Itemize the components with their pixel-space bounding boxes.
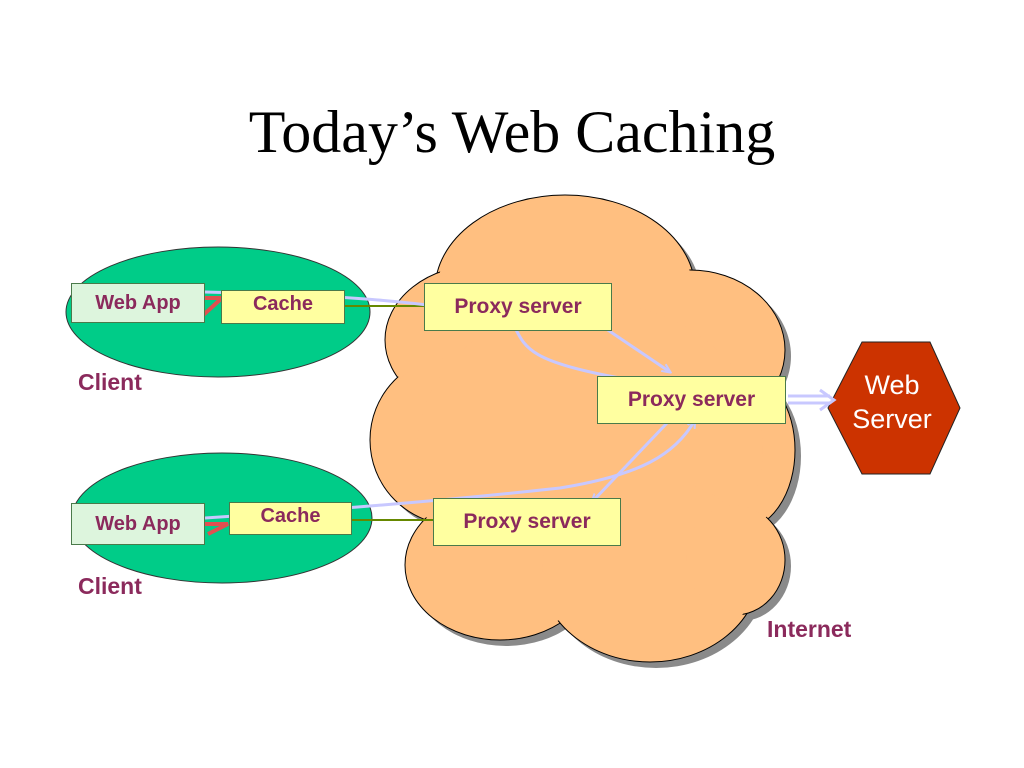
web-server-hexagon bbox=[827, 341, 961, 475]
web-app-label: Web App bbox=[95, 291, 181, 314]
proxy-server-1: Proxy server bbox=[424, 283, 612, 331]
web-server-line-2: Server bbox=[852, 404, 932, 434]
client-1-web-app: Web App bbox=[71, 283, 205, 323]
slide-title: Today’s Web Caching bbox=[248, 99, 776, 165]
client-2-label: Client bbox=[78, 573, 142, 599]
internet-cloud-fill bbox=[373, 199, 792, 658]
proxy-server-label: Proxy server bbox=[454, 295, 582, 318]
proxy-to-server-arrowhead bbox=[819, 388, 837, 412]
cache-label: Cache bbox=[260, 505, 321, 527]
proxy-server-label: Proxy server bbox=[627, 388, 756, 411]
client-2-cache: Cache bbox=[229, 502, 352, 535]
web-app-label: Web App bbox=[95, 512, 181, 535]
client-2-web-app: Web App bbox=[71, 503, 205, 545]
client-2-cache-hit-arrow bbox=[198, 522, 229, 536]
client-1-ellipse bbox=[65, 246, 371, 378]
client-1-cache: Cache bbox=[221, 290, 345, 324]
client-1-label: Client bbox=[78, 369, 142, 395]
proxy-server-2: Proxy server bbox=[597, 376, 786, 424]
web-server-line-1: Web bbox=[864, 370, 920, 400]
proxy-server-3: Proxy server bbox=[433, 498, 621, 546]
proxy-server-label: Proxy server bbox=[463, 510, 591, 533]
proxy-2-to-proxy-3-arrow bbox=[592, 420, 670, 502]
cache-label: Cache bbox=[252, 293, 314, 315]
internet-label: Internet bbox=[767, 616, 852, 642]
web-server-label: Web Server bbox=[836, 368, 948, 436]
